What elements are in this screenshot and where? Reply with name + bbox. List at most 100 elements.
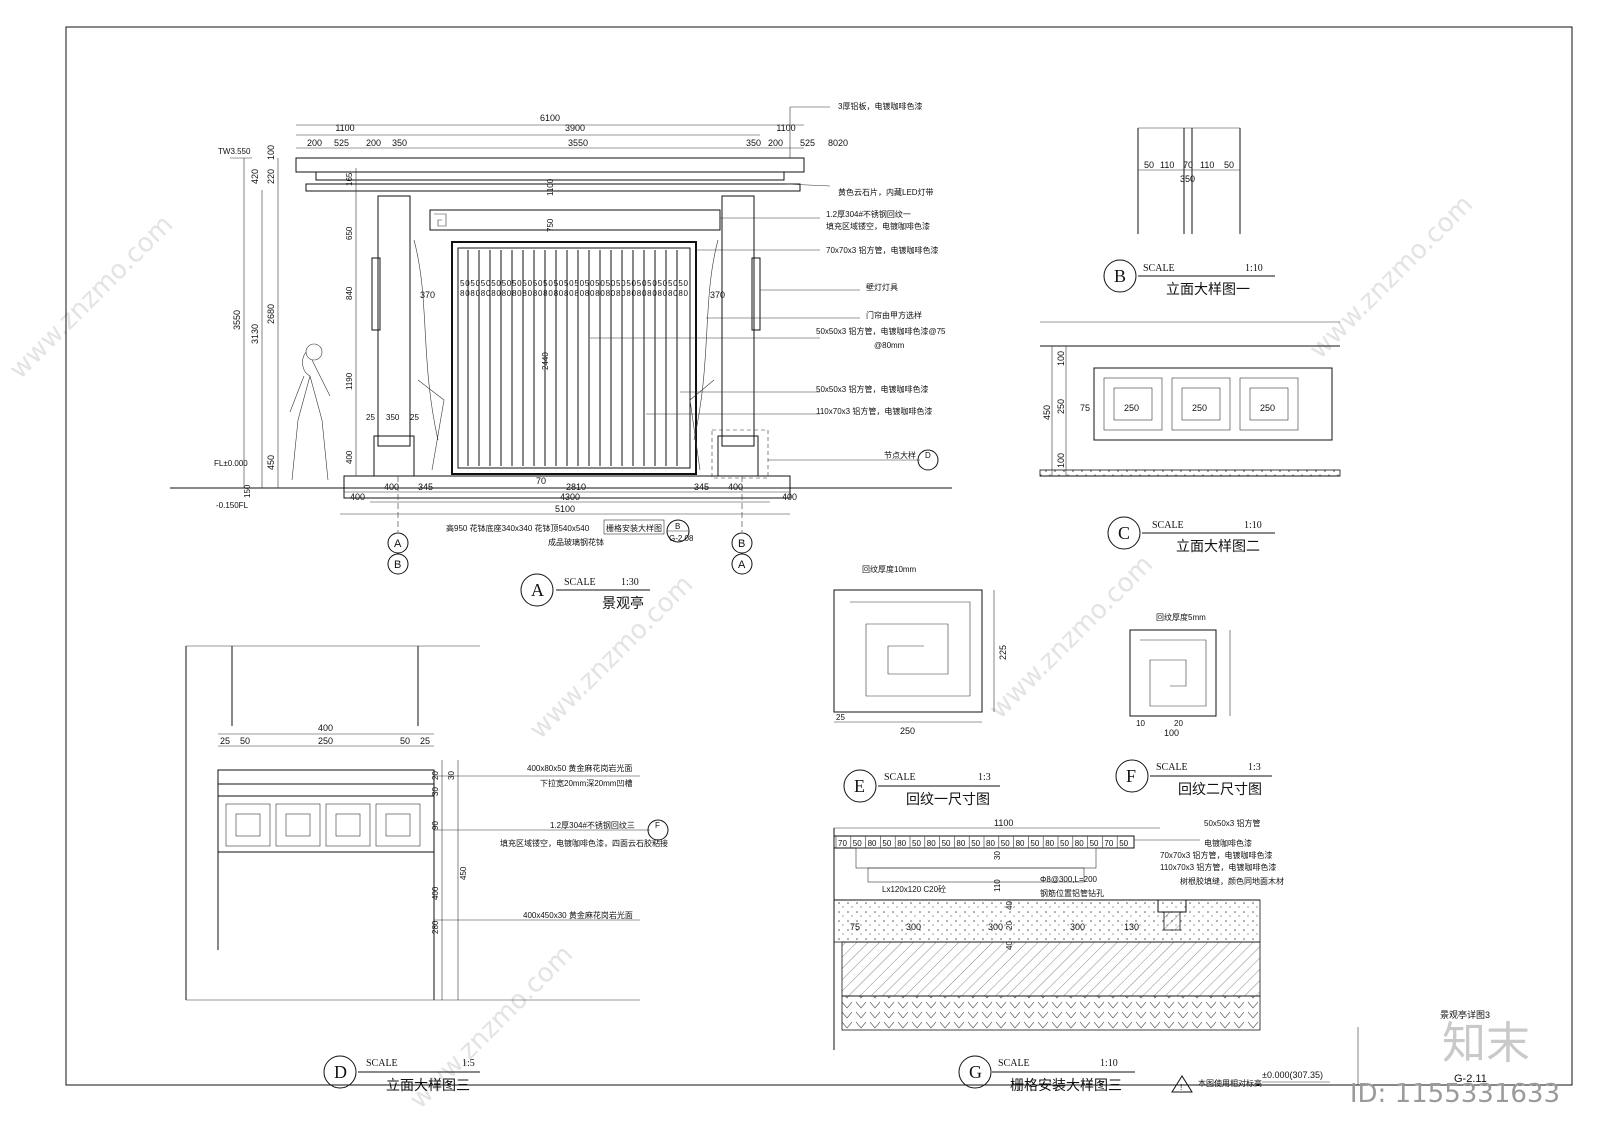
e-fret-pattern: [850, 601, 971, 697]
grid-a-right: A: [738, 559, 746, 571]
gate-grille: [467, 250, 678, 466]
drawing-b-scale: 1:10: [1245, 263, 1263, 274]
g-spacing-value: 50: [1001, 839, 1010, 848]
dim-1100: 1100: [335, 123, 354, 133]
g-h110: 110: [993, 879, 1002, 892]
warning-icon: [1171, 1075, 1193, 1093]
g-note-2: 70x70x3 铝方管，电镀咖啡色漆: [1160, 850, 1272, 860]
grid-b-left: B: [394, 559, 401, 571]
drawing-d-scale-label: SCALE: [366, 1058, 398, 1069]
dim-v-220: 220: [266, 169, 276, 184]
human-figure-icon: [289, 351, 331, 481]
dim-200b: 200: [366, 138, 381, 148]
dim-525: 525: [334, 138, 349, 148]
g-spacing-value: 50: [1060, 839, 1069, 848]
note-pot: 高950 花钵底座340x340 花钵顶540x540: [446, 523, 590, 533]
drawing-e-title: 回纹一尺寸图: [906, 791, 990, 807]
g-spacing-value: 80: [1075, 839, 1084, 848]
drawing-f-detail: 回纹厚度5mm 10 20 100 F SCALE 1:3 回纹二尺寸图: [1115, 612, 1272, 797]
drawing-b-scale-label: SCALE: [1143, 263, 1175, 274]
dim-345-left: 345: [418, 482, 433, 492]
g-spacing-value: 50: [912, 839, 921, 848]
dim-c-1190: 1190: [345, 372, 354, 390]
f-note: 回纹厚度5mm: [1156, 612, 1206, 622]
drawing-c-title: 立面大样图二: [1176, 538, 1260, 554]
g-bolt: Φ8@300,L=200: [1040, 875, 1098, 884]
c-w75: 75: [1080, 403, 1090, 413]
dim-c-650: 650: [345, 226, 354, 240]
dim-350-right: 350: [746, 138, 761, 148]
note-a-7: 门帘由甲方选样: [866, 310, 922, 320]
dim-1100-mid: 1100: [546, 178, 555, 196]
dim-v-420: 420: [250, 169, 260, 184]
note-a-9: @80mm: [874, 341, 905, 350]
g-w300b: 300: [988, 922, 1003, 932]
dim-c-400: 400: [345, 450, 354, 464]
note-a-10: 50x50x3 铝方管，电镀咖啡色漆: [816, 384, 928, 394]
note-a-8: 50x50x3 铝方管，电镀咖啡色漆@75: [816, 326, 946, 336]
d-note-1: 400x80x50 黄金麻花岗岩光面: [527, 763, 632, 773]
g-spacing-value: 50: [853, 839, 862, 848]
ref-sheet: G-2.08: [669, 534, 694, 543]
note-a-12: 节点大样: [884, 450, 916, 460]
drawing-f-letter: F: [1126, 766, 1136, 786]
dim-400-outer-right: 400: [782, 492, 797, 502]
dim-c-840: 840: [345, 286, 354, 300]
d-note-2: 1.2厚304#不锈钢回纹三: [550, 820, 635, 830]
dim-400-left: 400: [384, 482, 399, 492]
drawing-g-scale-label: SCALE: [998, 1058, 1030, 1069]
node-ref-d: D: [925, 451, 931, 460]
note-a-1: 3厚铝板，电镀咖啡色漆: [838, 101, 922, 111]
elev-fl-low: -0.150FL: [216, 501, 249, 510]
note-a-6: 壁灯灯具: [866, 282, 898, 292]
b-dim-4: 110: [1200, 160, 1214, 170]
footer-block: ! 本图使用相对标高 ±0.000(307.35) 景观亭详图3 G-2.11: [1171, 1009, 1490, 1093]
note-a-4: 填充区域镂空，电镀咖啡色漆: [826, 221, 930, 231]
dim-c-25b: 25: [410, 413, 419, 422]
dim-5100: 5100: [555, 504, 575, 514]
d-v450: 450: [459, 866, 468, 880]
e-note: 回纹厚度10mm: [862, 564, 917, 574]
g-w130: 130: [1124, 922, 1139, 932]
b-dim-5: 50: [1224, 160, 1234, 170]
d-v30: 30: [431, 787, 440, 796]
d-note-1b: 下拉宽20mm深20mm凹槽: [540, 778, 632, 788]
dim-370-left: 370: [420, 290, 435, 300]
grid-b-right: B: [738, 538, 745, 550]
drawing-f-title: 回纹二尺寸图: [1178, 781, 1262, 797]
g-note-1: 50x50x3 铝方管: [1204, 818, 1260, 828]
dim-v-3130: 3130: [250, 324, 260, 344]
b-dim-total: 350: [1180, 174, 1195, 184]
b-dim-2: 110: [1160, 160, 1174, 170]
drawing-e-letter: E: [854, 776, 865, 796]
sheet-border: [65, 26, 1573, 1086]
dim-370-right: 370: [710, 290, 725, 300]
c-w250-2: 250: [1192, 403, 1207, 413]
g-spacing-value: 50: [971, 839, 980, 848]
g-note-1b: 电镀咖啡色漆: [1204, 838, 1252, 848]
d-v20: 20: [431, 771, 440, 780]
g-spacing-value: 50: [1119, 839, 1128, 848]
drawing-a-letter: A: [531, 580, 544, 600]
drawing-d-letter: D: [334, 1062, 347, 1082]
e-h225: 225: [998, 645, 1008, 660]
dim-4300: 4300: [560, 492, 580, 502]
drawing-e-scale: 1:3: [978, 772, 991, 783]
grille-spacing-80: 8080808080808080808080808080808080808080…: [460, 289, 689, 298]
f-n20: 20: [1174, 719, 1183, 728]
drawing-a-elevation: 6100 1100 3900 1100 200 525 200 350 3550…: [170, 101, 952, 611]
dim-350: 350: [392, 138, 407, 148]
footer-note: 本图使用相对标高: [1198, 1078, 1262, 1088]
dim-345-right: 345: [694, 482, 709, 492]
d-w25b: 25: [420, 736, 430, 746]
g-top-1100: 1100: [994, 818, 1013, 828]
dim-v-2680: 2680: [266, 304, 276, 324]
drawing-c-letter: C: [1118, 523, 1130, 543]
g-w300a: 300: [906, 922, 921, 932]
drawing-b-detail: 50 110 70 110 50 350 B SCALE 1:10 立面大样图一: [1103, 127, 1275, 297]
g-h20: 20: [1005, 921, 1014, 930]
dim-1100-right: 1100: [776, 123, 795, 133]
d-ref-f: F: [655, 821, 660, 830]
